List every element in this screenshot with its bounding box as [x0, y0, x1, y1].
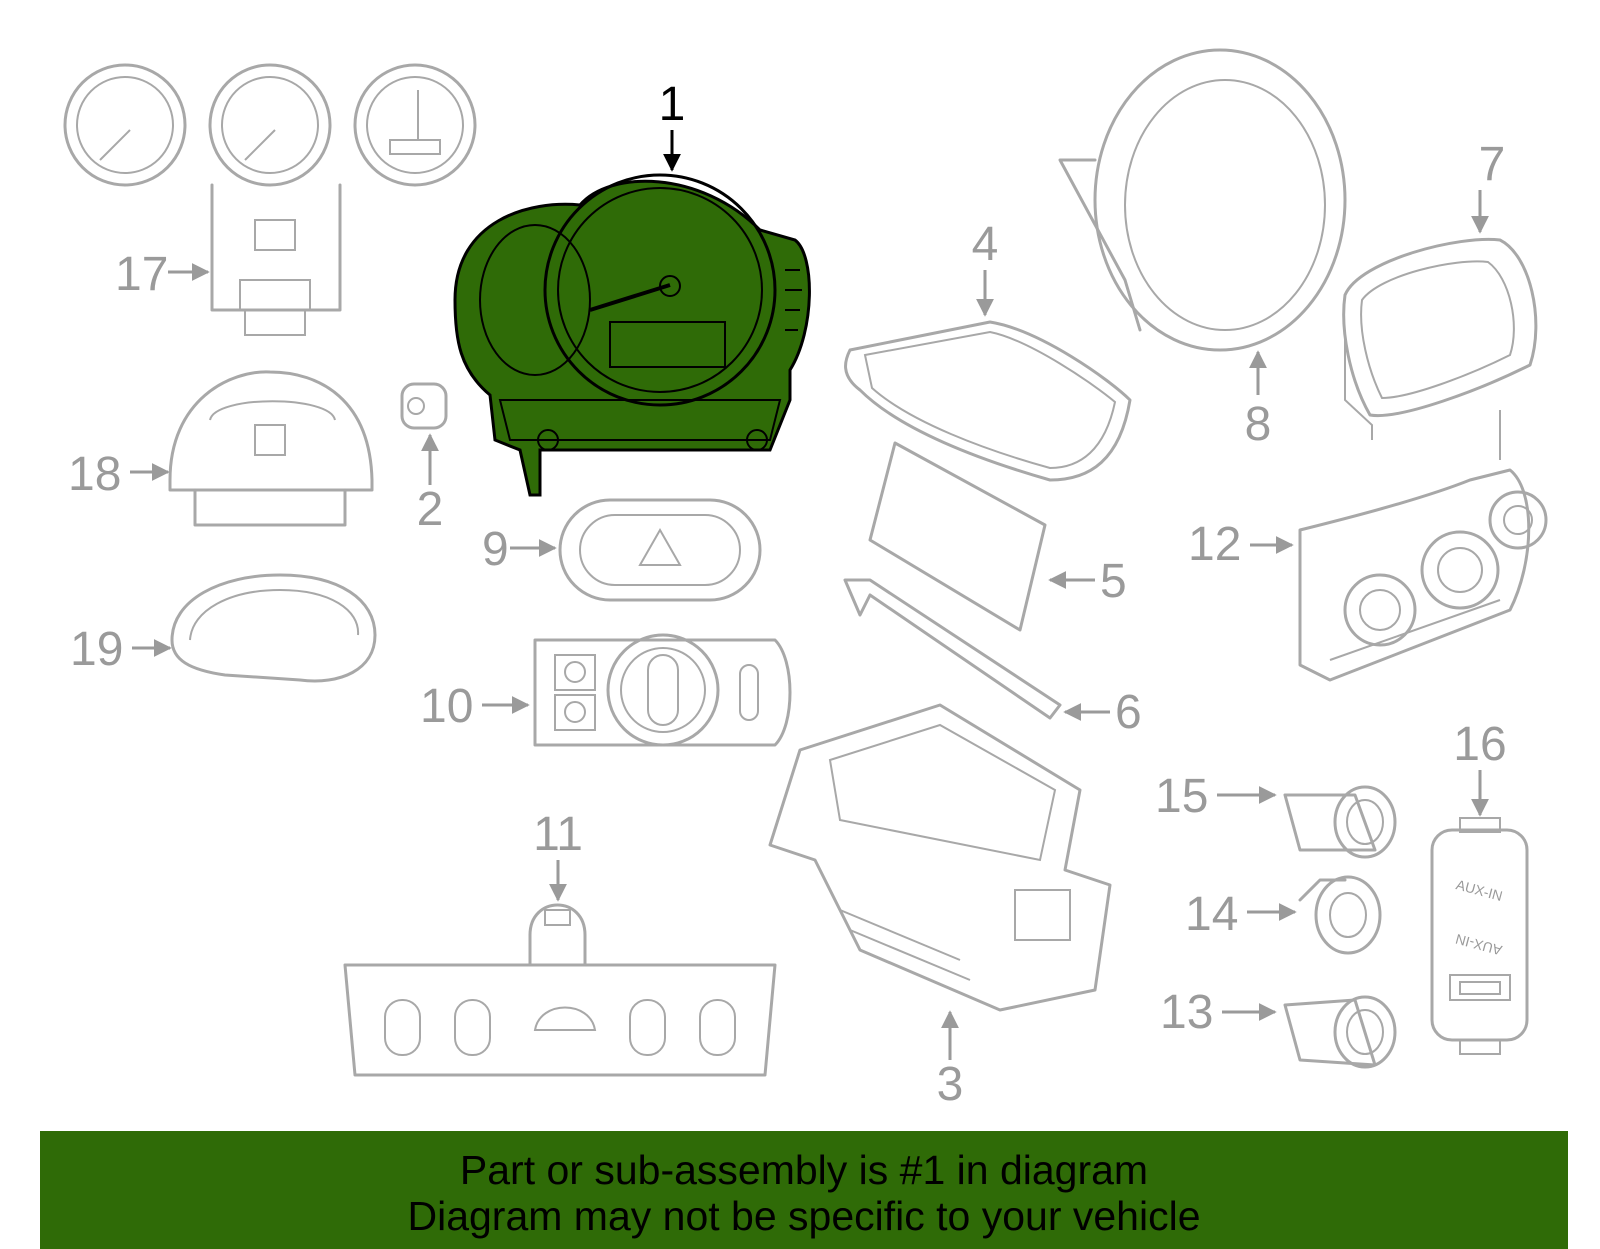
- callout-label-16: 16: [1453, 718, 1506, 771]
- callout-label-15: 15: [1155, 770, 1208, 823]
- banner-line-disclaimer: Diagram may not be specific to your vehi…: [407, 1193, 1201, 1239]
- part-9-hazard-switch[interactable]: [558, 498, 762, 602]
- callout-5[interactable]: 5: [1048, 555, 1127, 608]
- part-16-aux-usb-module[interactable]: AUX-IN AUX-IN: [1430, 817, 1529, 1055]
- part-2-grommet[interactable]: [400, 382, 448, 430]
- callout-label-1: 1: [659, 78, 686, 131]
- part-18-trim-bezel[interactable]: [168, 370, 374, 527]
- callout-4[interactable]: 4: [972, 218, 999, 317]
- part-17-triple-gauge-cluster[interactable]: [63, 63, 477, 336]
- callout-6[interactable]: 6: [1063, 686, 1142, 739]
- callout-label-12: 12: [1188, 518, 1241, 571]
- callout-label-8: 8: [1245, 398, 1272, 451]
- part-4-frame[interactable]: [844, 320, 1132, 482]
- callout-label-10: 10: [420, 680, 473, 733]
- callout-label-6: 6: [1115, 686, 1142, 739]
- callout-8[interactable]: 8: [1245, 350, 1272, 451]
- callout-label-5: 5: [1100, 555, 1127, 608]
- part-15-aux-socket[interactable]: [1283, 785, 1397, 859]
- info-banner: Part or sub-assembly is #1 in diagram Di…: [40, 1131, 1568, 1249]
- callout-16[interactable]: 16: [1453, 718, 1507, 817]
- part-6-bracket-strip[interactable]: [843, 578, 1062, 720]
- callout-11[interactable]: 11: [533, 808, 583, 902]
- callout-label-13: 13: [1160, 986, 1213, 1039]
- callout-12[interactable]: 12: [1188, 518, 1294, 571]
- part-13-socket[interactable]: [1283, 995, 1397, 1069]
- callout-7[interactable]: 7: [1471, 138, 1506, 234]
- callout-label-2: 2: [417, 483, 444, 536]
- callout-label-4: 4: [972, 218, 999, 271]
- part-5-display-glass[interactable]: [868, 441, 1047, 632]
- part-14-socket[interactable]: [1298, 875, 1382, 955]
- callout-label-9: 9: [482, 523, 509, 576]
- part-1-instrument-cluster[interactable]: [453, 173, 811, 497]
- callout-14[interactable]: 14: [1185, 888, 1297, 941]
- callout-13[interactable]: 13: [1160, 986, 1277, 1039]
- callout-label-14: 14: [1185, 888, 1238, 941]
- callout-label-7: 7: [1479, 138, 1506, 191]
- callout-1[interactable]: 1: [659, 78, 686, 172]
- callout-3[interactable]: 3: [937, 1010, 964, 1111]
- callout-15[interactable]: 15: [1155, 770, 1277, 823]
- part-7-bezel[interactable]: [1342, 237, 1538, 440]
- callout-19[interactable]: 19: [70, 623, 172, 676]
- callout-label-3: 3: [937, 1058, 964, 1111]
- callout-9[interactable]: 9: [482, 523, 557, 576]
- banner-line-part-info: Part or sub-assembly is #1 in diagram: [459, 1147, 1149, 1193]
- part-8-ring-housing[interactable]: [1058, 48, 1347, 352]
- part-11-overhead-console[interactable]: [343, 903, 777, 1077]
- callout-10[interactable]: 10: [420, 680, 530, 733]
- callout-2[interactable]: 2: [417, 433, 444, 536]
- callout-label-19: 19: [70, 623, 123, 676]
- part-12-climate-control-panel[interactable]: [1298, 410, 1548, 682]
- part-10-headlight-switch[interactable]: [533, 633, 792, 747]
- aux-in-label-bottom: AUX-IN: [1454, 931, 1504, 959]
- callout-17[interactable]: 17: [115, 248, 210, 301]
- callout-label-18: 18: [68, 448, 121, 501]
- callout-label-11: 11: [533, 808, 583, 861]
- part-3-center-console-housing[interactable]: [768, 703, 1112, 1012]
- callout-18[interactable]: 18: [68, 448, 170, 501]
- part-19-ring[interactable]: [170, 573, 377, 683]
- callout-label-17: 17: [115, 248, 168, 301]
- aux-in-label-top: AUX-IN: [1454, 876, 1504, 904]
